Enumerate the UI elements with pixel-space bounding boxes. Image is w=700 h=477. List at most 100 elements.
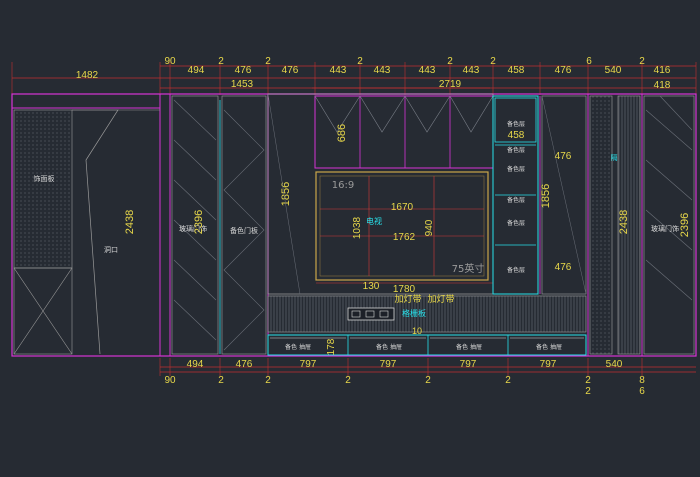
svg-text:2: 2: [265, 375, 271, 386]
shelf-label-1: 备色层: [507, 120, 525, 128]
tv-ratio: 16:9: [332, 180, 354, 191]
drawer-row: [267, 334, 587, 356]
drawer-label-2: 备色 抽屉: [376, 343, 402, 351]
svg-text:2: 2: [265, 56, 271, 67]
socket-panel: [347, 307, 395, 321]
drawer-label-1: 备色 抽屉: [285, 343, 311, 351]
glass-door-label: 玻璃门饰: [179, 224, 207, 233]
svg-text:2: 2: [218, 375, 224, 386]
svg-text:443: 443: [463, 65, 480, 76]
svg-text:2: 2: [447, 56, 453, 67]
tv-height-1038: 1038: [352, 216, 363, 239]
svg-text:443: 443: [330, 65, 347, 76]
height-right-inner: 2396: [679, 213, 691, 237]
left-wall-panel: 饰面板 洞口 2438: [13, 109, 160, 355]
svg-text:1453: 1453: [231, 79, 254, 90]
base-cabinet: 130 加灯带 加灯带 格栅板 10 178 备色 抽屉 备色 抽屉 备色 抽屉…: [267, 281, 587, 356]
bottom-dimension-text: 494 476 797 797 797 797 540 90 2 2 2 2 2…: [164, 359, 645, 397]
svg-text:2: 2: [218, 56, 224, 67]
right-finish-column: [589, 95, 613, 355]
svg-text:6: 6: [639, 386, 645, 397]
shelf-column: [492, 95, 539, 295]
left-finish-panel: [13, 109, 73, 269]
height-door: 1856: [280, 182, 292, 206]
svg-text:494: 494: [187, 359, 204, 370]
mid-door-panel: [221, 95, 267, 355]
tv-frame: [315, 171, 489, 281]
svg-text:418: 418: [654, 80, 671, 91]
light-strip-b: 加灯带: [427, 294, 454, 304]
height-right: 2438: [618, 210, 630, 234]
svg-text:2: 2: [357, 56, 363, 67]
top-tick-marks: [11, 62, 697, 95]
tv-height-940: 940: [424, 219, 435, 236]
top-dimension-text: 90 494 2 476 2 476 443 2 443 443 2 443 2…: [76, 56, 671, 91]
svg-text:2719: 2719: [439, 79, 462, 90]
shelf-476-b: 476: [555, 262, 572, 273]
svg-text:540: 540: [606, 359, 623, 370]
svg-text:443: 443: [374, 65, 391, 76]
shelf-label-4: 备色层: [507, 196, 525, 204]
grill-board: [267, 295, 587, 333]
svg-text:2: 2: [345, 375, 351, 386]
tv-size: 75英寸: [452, 262, 485, 275]
svg-text:797: 797: [380, 359, 397, 370]
svg-text:476: 476: [236, 359, 253, 370]
shelf-label-5: 备色层: [507, 219, 525, 227]
right-door-label: 玻璃门饰: [651, 224, 679, 233]
svg-text:476: 476: [282, 65, 299, 76]
upper-cabinet-height: 686: [336, 124, 348, 142]
glass-door-panel: [171, 95, 219, 355]
opening-label: 洞口: [104, 245, 118, 254]
tv-width-1762: 1762: [393, 232, 416, 243]
shelf-476-a: 476: [555, 151, 572, 162]
height-left: 2438: [124, 210, 136, 234]
grill-board-label: 格栅板: [402, 308, 426, 318]
drawer-label-4: 备色 抽屉: [536, 343, 562, 351]
svg-text:8: 8: [639, 375, 645, 386]
mid-door-label: 备色门板: [230, 226, 258, 235]
svg-text:540: 540: [605, 65, 622, 76]
svg-text:6: 6: [586, 56, 592, 67]
base-178: 178: [326, 338, 337, 355]
svg-text:458: 458: [508, 65, 525, 76]
right-side-columns: 隔 2438 玻璃门饰 2396: [589, 95, 695, 355]
svg-text:90: 90: [164, 56, 176, 67]
svg-text:90: 90: [164, 375, 176, 386]
svg-text:797: 797: [460, 359, 477, 370]
light-strip-a: 加灯带: [394, 294, 421, 304]
opening-outline: [72, 109, 119, 355]
shelf-label-2: 备色层: [507, 146, 525, 154]
svg-text:2: 2: [585, 386, 591, 397]
svg-text:494: 494: [188, 65, 205, 76]
left-lower-panel: [13, 267, 73, 355]
shelf-width: 458: [508, 130, 525, 141]
tv-width-1780: 1780: [393, 284, 416, 295]
svg-text:2: 2: [490, 56, 496, 67]
svg-text:2: 2: [585, 375, 591, 386]
height-left-inner: 2396: [193, 210, 205, 234]
svg-text:797: 797: [300, 359, 317, 370]
svg-text:476: 476: [555, 65, 572, 76]
base-10: 10: [412, 326, 422, 336]
drawer-label-3: 备色 抽屉: [456, 343, 482, 351]
shelf-label-6: 备色层: [507, 266, 525, 274]
right-glass-door: [643, 95, 695, 355]
right-open-shelves: 备色层 458 备色层 备色层 备色层 备色层 备色层 476 476 1856: [492, 95, 587, 295]
shelf-label-3: 备色层: [507, 165, 525, 173]
height-right-open: 1856: [540, 184, 552, 208]
svg-text:443: 443: [419, 65, 436, 76]
svg-text:2: 2: [505, 375, 511, 386]
tv-label: 电视: [366, 216, 382, 226]
svg-text:476: 476: [235, 65, 252, 76]
left-panel-label: 饰面板: [34, 174, 55, 183]
top-dimension-lines: [12, 65, 696, 89]
svg-text:2: 2: [425, 375, 431, 386]
tv-width-1670: 1670: [391, 202, 414, 213]
side-tag: 隔: [611, 153, 618, 162]
svg-text:2: 2: [639, 56, 645, 67]
base-130: 130: [363, 281, 380, 292]
svg-text:1482: 1482: [76, 70, 99, 81]
bottom-tick-marks: [159, 358, 643, 376]
